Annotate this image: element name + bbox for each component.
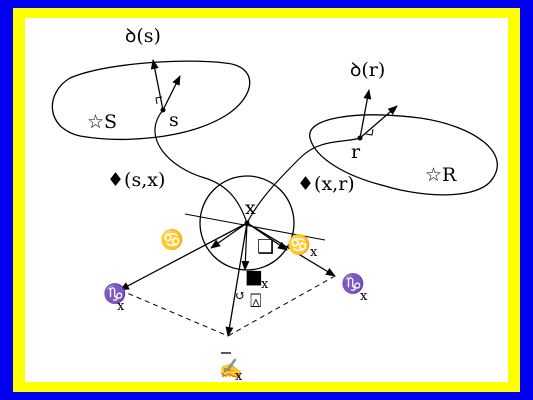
incoming-direction-symbol: ♋: [160, 228, 184, 251]
sender-normal-label: ꝺ(s): [125, 25, 161, 47]
normal-bottom-symbol: ✍: [219, 358, 243, 380]
receiver-normal-arrow: [359, 89, 372, 139]
sender-direction-arrow: [162, 75, 181, 111]
outgoing-direction-symbol: ♋: [287, 233, 311, 256]
path-s-to-x: [154, 109, 248, 224]
receiver-direction-arrow: [359, 105, 398, 139]
center-point-label: x: [245, 197, 256, 219]
sender-normal-arrow: [150, 59, 164, 111]
sender-right-angle: [155, 96, 163, 105]
diagram-canvas: ꝺ(s) ꝺ(r) ☆S ☆R s r x ♦(s,x) ♦(x,r) ♋ ♋ …: [25, 18, 508, 382]
tangent-line-long: [184, 213, 326, 241]
sender-point-label: s: [169, 109, 179, 131]
tangent-left-subscript: x: [117, 299, 125, 314]
path-xr-label: ♦(x,r): [297, 173, 355, 195]
receiver-right-angle: [365, 128, 374, 136]
receiver-point-dot: [357, 135, 363, 141]
rotation-symbol: ↺: [235, 289, 246, 304]
sender-region-label: ☆S: [87, 111, 117, 133]
tangent-line-right: [246, 222, 336, 277]
tangent-right-symbol: ♑: [341, 272, 365, 295]
receiver-point-label: r: [351, 141, 361, 163]
normal-bottom-subscript: x: [235, 369, 243, 382]
tangent-right-subscript: x: [360, 289, 368, 304]
normal-line-down: [225, 222, 248, 337]
hemisphere-mid-subscript: x: [261, 277, 269, 292]
hemisphere-bottom-symbol: ⍓: [250, 290, 261, 312]
receiver-normal-label: ꝺ(r): [350, 59, 385, 81]
tangent-line-left: [119, 222, 248, 291]
scattering-geometry-diagram: ꝺ(s) ꝺ(r) ☆S ☆R s r x ♦(s,x) ♦(x,r) ♋ ♋ …: [51, 25, 498, 382]
dashed-right: [227, 275, 336, 337]
inner-down-arrow: [241, 222, 250, 271]
hemisphere-top-symbol: ❑: [257, 236, 274, 258]
yellow-border-frame: ꝺ(s) ꝺ(r) ☆S ☆R s r x ♦(s,x) ♦(x,r) ♋ ♋ …: [13, 8, 520, 392]
receiver-region-outline: [309, 114, 498, 196]
outgoing-direction-arrow: [246, 222, 288, 251]
path-sx-label: ♦(s,x): [107, 169, 165, 191]
dashed-left: [119, 289, 229, 337]
receiver-region-label: ☆R: [425, 164, 457, 186]
incoming-direction-arrow: [210, 222, 248, 249]
sender-region-outline: [51, 60, 251, 140]
outgoing-direction-subscript: x: [310, 245, 318, 260]
hemisphere-mid-symbol: ■: [245, 266, 263, 288]
tangent-left-symbol: ♑: [103, 282, 127, 305]
sender-point-dot: [160, 107, 166, 113]
path-x-to-r: [246, 137, 361, 224]
center-point-dot: [244, 220, 250, 226]
